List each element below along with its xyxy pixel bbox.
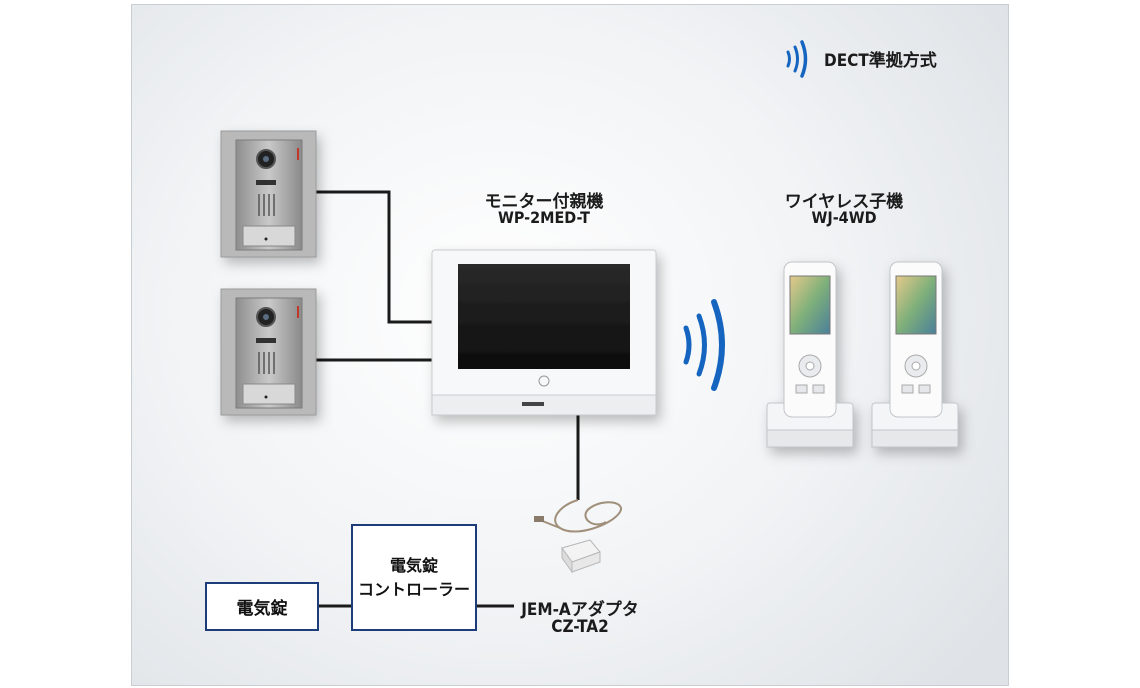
dect-label: DECT準拠方式	[824, 51, 937, 71]
wireless-handset-name: ワイヤレス子機	[784, 192, 904, 212]
electric-lock-box: 電気錠	[205, 582, 319, 631]
legend-wireless-icon	[786, 40, 808, 78]
jem-a-adapter	[534, 499, 623, 574]
electric-lock-label: 電気錠	[236, 599, 288, 619]
wire-door1-monitor	[316, 190, 432, 324]
door-station-2	[220, 288, 317, 416]
controller-label-line1: 電気錠	[389, 555, 438, 575]
controller-label-line2: コントローラー	[357, 579, 470, 599]
lock-controller-box: 電気錠 コントローラー	[351, 524, 477, 631]
door-station-1	[220, 130, 317, 258]
wireless-handset-2	[871, 261, 959, 448]
wireless-handset-1	[766, 261, 854, 448]
wiring	[316, 190, 580, 608]
wireless-waves-icon	[683, 299, 725, 391]
wireless-handset-model: WJ-4WD	[811, 208, 877, 227]
monitor-unit	[431, 249, 657, 416]
monitor-model: WP-2MED-T	[498, 208, 590, 227]
adapter-name: JEM-Aアダプタ	[521, 600, 639, 620]
adapter-model: CZ-TA2	[551, 617, 609, 637]
monitor-name: モニター付親機	[484, 192, 604, 212]
